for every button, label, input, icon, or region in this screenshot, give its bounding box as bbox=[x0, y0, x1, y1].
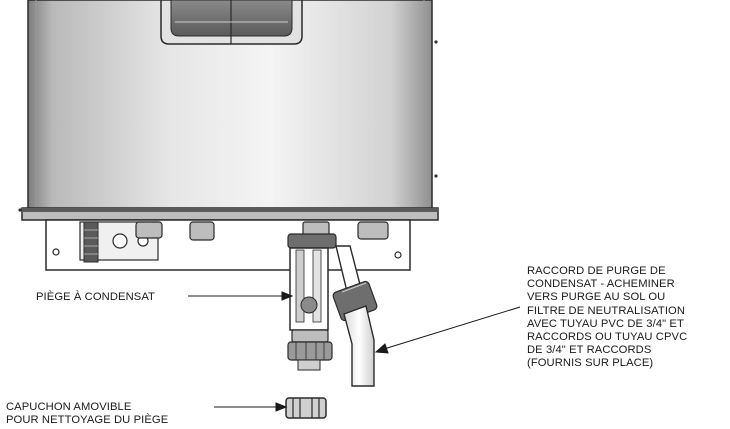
leader-arrows bbox=[188, 291, 521, 412]
bottom-mounting-plate bbox=[45, 219, 411, 271]
condensate-trap-label: PIÈGE À CONDENSAT bbox=[36, 291, 155, 304]
condensate-trap bbox=[287, 233, 337, 371]
removable-cap bbox=[285, 397, 327, 419]
drain-fitting-label-line: AVEC TUYAU PVC DE 3/4" ET bbox=[527, 317, 684, 330]
drain-fitting-label-line: RACCORD DE PURGE DE bbox=[527, 265, 666, 277]
removable-cap-label: CAPUCHON AMOVIBLE POUR NETTOYAGE DU PIÈG… bbox=[6, 401, 168, 427]
drain-fitting-label-line: VERS PURGE AU SOL OU bbox=[527, 291, 666, 304]
drain-fitting-label-line: (FOURNIS SUR PLACE) bbox=[527, 357, 654, 370]
condensate-trap-label-text: PIÈGE À CONDENSAT bbox=[36, 291, 155, 303]
drain-fitting-label-line: CONDENSAT - ACHEMINER bbox=[527, 278, 675, 291]
removable-cap-label-line: POUR NETTOYAGE DU PIÈGE bbox=[6, 414, 169, 427]
drain-fitting-label-line: FILTRE DE NEUTRALISATION bbox=[527, 304, 686, 317]
trap-arrowhead bbox=[281, 291, 294, 301]
drain-fitting-label-line: RACCORDS OU TUYAU CPVC bbox=[527, 331, 688, 344]
drain-leader-line bbox=[383, 306, 521, 350]
removable-cap-label-line: CAPUCHON AMOVIBLE bbox=[6, 401, 132, 413]
condensate-drain-fitting bbox=[332, 245, 378, 387]
cabinet-base-rim bbox=[21, 207, 439, 221]
drain-arrowhead bbox=[374, 343, 389, 354]
drain-fitting-label-line: DE 3/4" ET RACCORDS bbox=[527, 344, 652, 357]
drain-fitting-label: RACCORD DE PURGE DE CONDENSAT - ACHEMINE… bbox=[527, 265, 730, 371]
control-panel bbox=[160, 0, 303, 45]
cap-arrowhead bbox=[275, 402, 288, 412]
